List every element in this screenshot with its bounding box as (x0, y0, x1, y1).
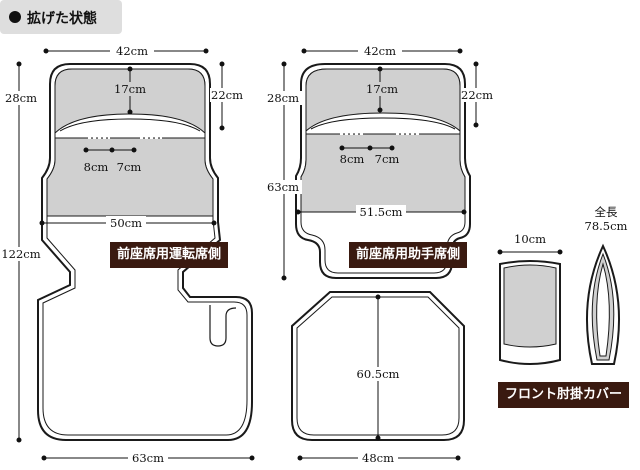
passenger-headrest (305, 68, 461, 133)
armrest-length: 78.5cm (585, 219, 628, 233)
driver-gap-left: 8cm (84, 160, 109, 174)
passenger-headrest-height: 22cm (461, 88, 493, 102)
driver-headrest-inner (59, 118, 201, 132)
section-title: 拡げた状態 (27, 11, 97, 27)
passenger-backrest (300, 133, 466, 213)
armrest-width: 10cm (514, 232, 546, 246)
passenger-backrest-cover (295, 63, 471, 279)
passenger-cushion-inner (296, 296, 460, 436)
driver-dimensions: 42cm 17cm 22cm 28cm 122cm 8cm 7cm 50cm 6… (0, 44, 255, 465)
passenger-back-total-height: 63cm (267, 180, 299, 194)
armrest-label: フロント肘掛カバー (498, 382, 630, 408)
passenger-seat-label: 前座席用助手席側 (349, 242, 468, 268)
passenger-cushion-width: 48cm (362, 451, 394, 465)
driver-backrest (46, 137, 214, 217)
armrest-length-label: 全長 (595, 205, 618, 219)
driver-back-height: 28cm (5, 91, 37, 105)
passenger-back-height: 28cm (267, 91, 299, 105)
passenger-gap-left: 8cm (340, 152, 365, 166)
driver-headrest-width: 17cm (114, 82, 146, 96)
driver-top-width: 42cm (116, 44, 148, 58)
driver-bottom-width: 63cm (132, 451, 164, 465)
passenger-gap-right: 7cm (375, 152, 400, 166)
passenger-headrest-width: 17cm (366, 82, 398, 96)
section-header: 拡げた状態 (0, 0, 122, 34)
bullet-icon (9, 11, 21, 23)
passenger-cushion-height: 60.5cm (357, 367, 400, 381)
passenger-dimensions: 42cm 17cm 22cm 28cm 63cm 8cm 7cm 51.5cm … (264, 44, 496, 465)
driver-seat-width: 50cm (110, 216, 142, 230)
armrest-cover: 10cm 全長 78.5cm (497, 205, 628, 365)
driver-headrest-height: 22cm (211, 88, 243, 102)
driver-total-height: 122cm (1, 247, 40, 261)
driver-gap-right: 7cm (117, 160, 142, 174)
driver-seat-label: 前座席用運転席側 (110, 242, 229, 268)
passenger-seat-width: 51.5cm (360, 205, 403, 219)
passenger-top-width: 42cm (364, 44, 396, 58)
